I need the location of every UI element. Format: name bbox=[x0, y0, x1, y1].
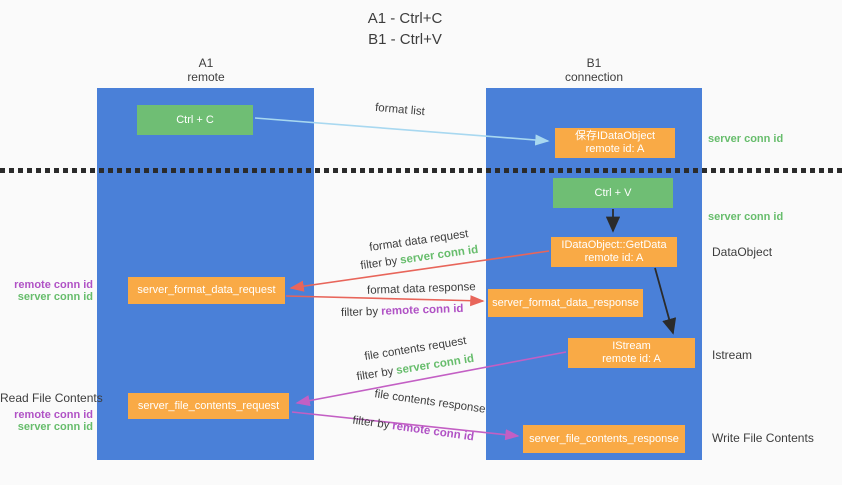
column-b1-subtitle: connection bbox=[564, 70, 624, 84]
annotation-server-conn-id-ctrlv: server conn id bbox=[708, 211, 784, 223]
istream-line1: IStream bbox=[612, 340, 651, 352]
column-a1-id: A1 bbox=[198, 56, 214, 70]
diagram-title: A1 - Ctrl+C B1 - Ctrl+V bbox=[300, 8, 510, 50]
column-b1-id: B1 bbox=[586, 56, 602, 70]
node-istream: IStream remote id: A bbox=[568, 338, 695, 368]
node-server-format-data-request: server_format_data_request bbox=[128, 277, 285, 304]
format-response-label: server_format_data_response bbox=[492, 296, 639, 309]
label-file-contents-response: file contents response bbox=[373, 388, 487, 416]
file-request-label: server_file_contents_request bbox=[137, 399, 280, 412]
server-conn-id-label: server conn id bbox=[17, 291, 93, 303]
annotation-read-file-contents-block: Read File Contents remote conn id server… bbox=[0, 391, 103, 433]
column-a1-subtitle: remote bbox=[187, 70, 225, 84]
remote-conn-id-text: remote conn id bbox=[380, 302, 464, 318]
annotation-server-conn-id-top: server conn id bbox=[708, 133, 784, 145]
filter-by-text: filter by bbox=[351, 414, 391, 432]
filter-by-text: filter by bbox=[359, 255, 399, 273]
arrow-format-data-response bbox=[285, 295, 485, 307]
annotation-istream: Istream bbox=[712, 348, 753, 362]
label-format-data-response: format data response bbox=[366, 281, 476, 297]
filter-by-text: filter by bbox=[355, 365, 395, 384]
title-line-2: B1 - Ctrl+V bbox=[368, 31, 442, 48]
section-divider-dotted-line bbox=[0, 168, 842, 173]
node-server-file-contents-request: server_file_contents_request bbox=[128, 393, 289, 419]
annotation-conn-ids-format: remote conn id server conn id bbox=[0, 279, 93, 303]
title-line-1: A1 - Ctrl+C bbox=[367, 10, 443, 27]
getdata-line2: remote id: A bbox=[584, 252, 644, 264]
ctrl-c-label: Ctrl + C bbox=[176, 113, 214, 126]
node-server-file-contents-response: server_file_contents_response bbox=[523, 425, 685, 453]
format-request-label: server_format_data_request bbox=[137, 284, 276, 296]
node-save-idataobject: 保存IDataObject remote id: A bbox=[555, 128, 675, 158]
save-idataobject-line1: 保存IDataObject bbox=[574, 130, 656, 142]
annotation-write-file-contents: Write File Contents bbox=[712, 431, 814, 445]
node-ctrl-v: Ctrl + V bbox=[553, 178, 673, 208]
file-response-label: server_file_contents_response bbox=[529, 432, 679, 445]
remote-conn-id-label: remote conn id bbox=[14, 279, 93, 291]
getdata-line1: IDataObject::GetData bbox=[561, 239, 667, 251]
ctrl-v-label: Ctrl + V bbox=[594, 186, 632, 199]
read-file-contents-label: Read File Contents bbox=[0, 391, 103, 405]
filter-by-text: filter by bbox=[340, 305, 379, 320]
istream-line2: remote id: A bbox=[602, 353, 661, 365]
remote-conn-id-label: remote conn id bbox=[14, 409, 93, 421]
label-filter-by-remote-conn-id-2: filter byremote conn id bbox=[352, 415, 475, 444]
node-ctrl-c: Ctrl + C bbox=[137, 105, 253, 135]
label-format-list: format list bbox=[374, 101, 426, 119]
annotation-dataobject: DataObject bbox=[712, 245, 773, 259]
column-header-b1: B1 connection bbox=[534, 56, 654, 84]
remote-conn-id-text: remote conn id bbox=[391, 420, 475, 444]
node-server-format-data-response: server_format_data_response bbox=[488, 289, 643, 317]
save-idataobject-line2: remote id: A bbox=[585, 143, 645, 155]
column-header-a1: A1 remote bbox=[146, 56, 266, 84]
server-conn-id-text: server conn id bbox=[395, 352, 475, 377]
server-conn-id-label: server conn id bbox=[17, 421, 93, 433]
node-idataobject-getdata: IDataObject::GetData remote id: A bbox=[551, 237, 677, 267]
